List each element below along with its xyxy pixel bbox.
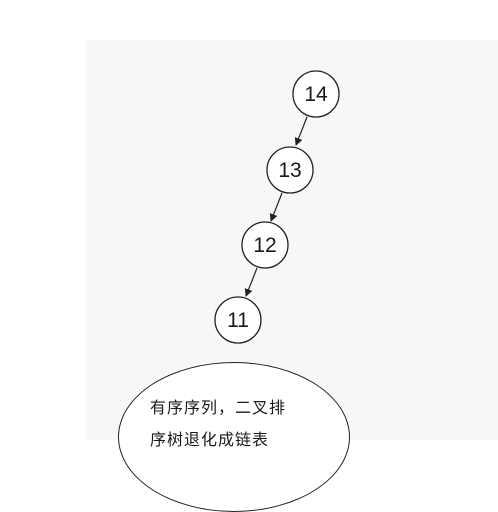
tree-node-13: 13 bbox=[266, 146, 314, 194]
node-label-14: 14 bbox=[304, 83, 328, 106]
edge-14-13 bbox=[294, 116, 308, 146]
edge-12-11 bbox=[244, 267, 258, 297]
callout-line-1: 有序序列，二叉排 bbox=[150, 398, 287, 417]
tree-node-14: 14 bbox=[292, 70, 340, 118]
node-label-12: 12 bbox=[253, 234, 276, 257]
edge-13-12 bbox=[269, 192, 283, 222]
callout-line-2: 序树退化成链表 bbox=[150, 430, 270, 449]
node-label-11: 11 bbox=[227, 309, 249, 332]
diagram-canvas: 14 13 12 11 有序序列，二叉排 序树退化成链表 bbox=[118, 70, 350, 512]
tree-node-12: 12 bbox=[241, 221, 289, 269]
tree-diagram: 14 13 12 11 bbox=[214, 70, 340, 344]
callout-text: 有序序列，二叉排 序树退化成链表 bbox=[150, 392, 320, 456]
tree-node-11: 11 bbox=[214, 296, 262, 344]
node-label-13: 13 bbox=[278, 159, 301, 182]
